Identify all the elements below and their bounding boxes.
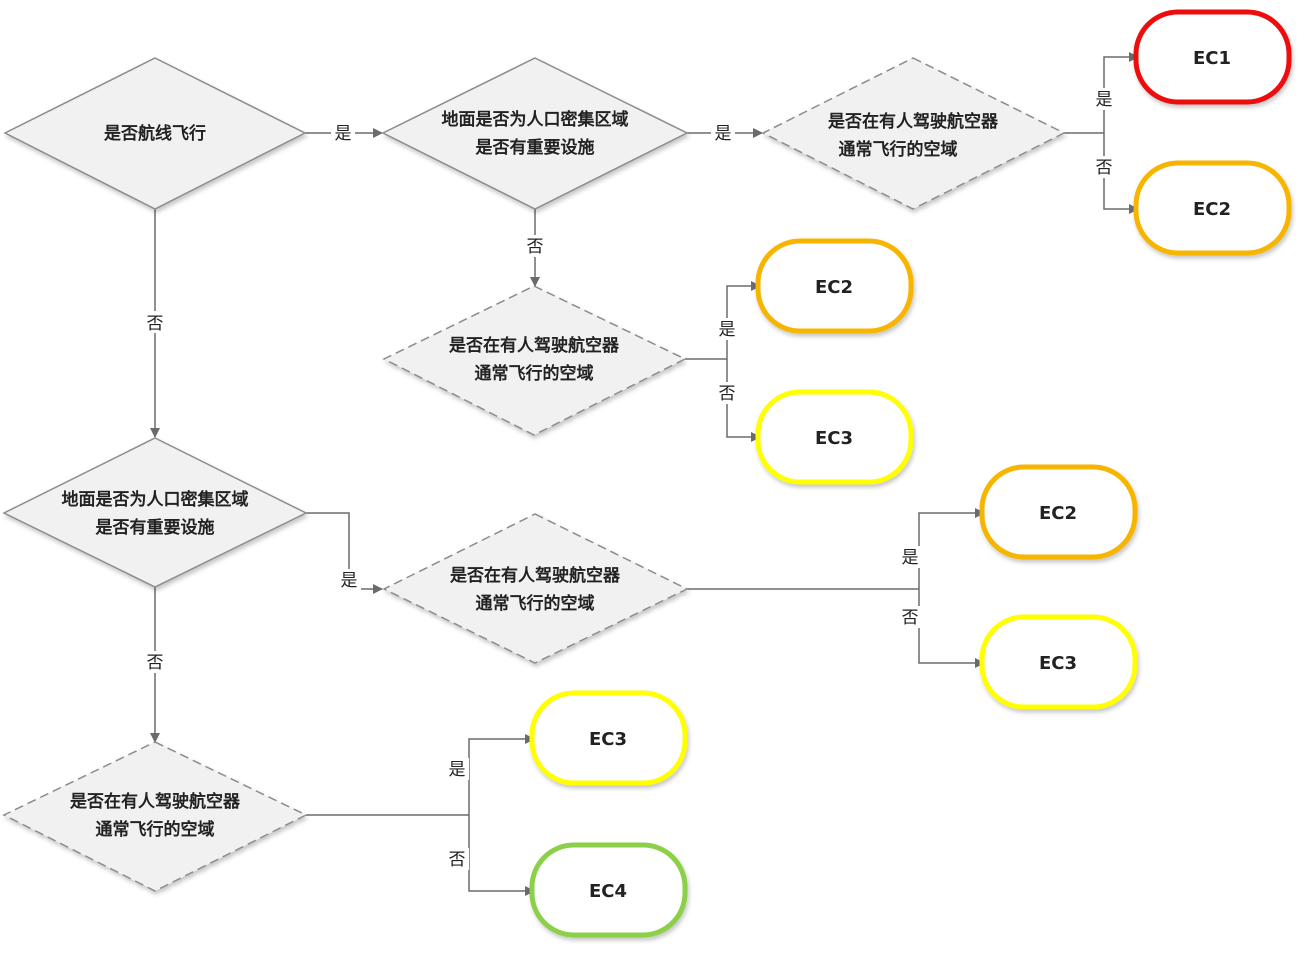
decision-d6-line-1: 是否在有人驾驶航空器 [450,565,621,586]
decision-diamond [381,57,689,210]
edge-d7-yes [468,734,535,815]
outcome-o4-label: EC3 [815,428,853,449]
edge-label-d2-yes: 是 [715,124,732,144]
outcome-box [1133,160,1292,256]
decision-diamond [382,285,687,436]
decision-diamond [761,57,1066,210]
edge-label-d3-no: 否 [1096,158,1113,178]
outcome-o7-label: EC3 [589,729,627,750]
outcome-o5: EC2 [979,464,1138,560]
decision-d3-line-1: 是否在有人驾驶航空器 [828,111,999,132]
outcome-o7: EC3 [529,690,688,786]
edge-d5-yes [305,512,383,594]
outcome-box [1133,9,1292,105]
edge-d7-no [468,815,535,896]
edge-label-d6-yes: 是 [902,548,919,568]
decision-d3: 是否在有人驾驶航空器 通常飞行的空域 [761,57,1066,210]
outcome-box [755,389,914,485]
edge-label-d5-no: 否 [147,653,164,673]
decision-d2-line-1: 地面是否为人口密集区域 [442,109,629,130]
edge-d6-yes [918,508,985,589]
edge-d6-no [918,589,985,668]
decision-d5-line-2: 是否有重要设施 [96,517,215,538]
outcome-o8: EC4 [529,842,688,938]
outcome-o8-label: EC4 [589,881,627,902]
decision-d2: 地面是否为人口密集区域 是否有重要设施 [381,57,689,210]
decision-diamond [3,57,307,210]
decision-d6-line-2: 通常飞行的空域 [476,593,595,614]
decision-d3-line-2: 通常飞行的空域 [839,139,958,160]
edge-label-d1-yes: 是 [335,124,352,144]
decision-d1-line-1: 是否航线飞行 [104,123,206,144]
outcome-box [979,614,1138,710]
edge-label-d7-yes: 是 [449,760,466,780]
decision-d5-line-1: 地面是否为人口密集区域 [62,489,249,510]
decision-d4-line-1: 是否在有人驾驶航空器 [449,335,620,356]
outcome-o1-label: EC1 [1193,48,1231,69]
outcome-o4: EC3 [755,389,914,485]
outcome-o6: EC3 [979,614,1138,710]
decision-d5: 地面是否为人口密集区域 是否有重要设施 [2,437,308,588]
edge-label-d7-no: 否 [449,850,466,870]
decision-d4: 是否在有人驾驶航空器 通常飞行的空域 [382,285,687,436]
outcome-o3-label: EC2 [815,277,853,298]
outcome-o3: EC2 [755,238,914,334]
outcome-box [529,842,688,938]
outcome-box [755,238,914,334]
decision-d7-line-1: 是否在有人驾驶航空器 [70,791,241,812]
edge-label-d1-no: 否 [147,314,164,334]
decision-diamond [2,437,308,588]
decision-diamond [2,741,308,892]
decision-d7: 是否在有人驾驶航空器 通常飞行的空域 [2,741,308,892]
edge-label-d4-no: 否 [719,384,736,404]
outcome-box [529,690,688,786]
decision-diamond [382,513,689,664]
decision-d7-line-2: 通常飞行的空域 [96,819,215,840]
edge-label-d5-yes: 是 [341,571,358,591]
edge-labels: 是 否 是 否 是 否 是 否 是 否 是 否 是 否 [143,88,1116,870]
edge-label-d6-no: 否 [902,608,919,628]
outcome-o2-label: EC2 [1193,199,1231,220]
edge-label-d2-no: 否 [527,237,544,257]
decision-d6: 是否在有人驾驶航空器 通常飞行的空域 [382,513,689,664]
outcome-box [979,464,1138,560]
decision-d2-line-2: 是否有重要设施 [476,137,595,158]
outcome-o5-label: EC2 [1039,503,1077,524]
decision-d1: 是否航线飞行 [3,57,307,210]
outcome-o6-label: EC3 [1039,653,1077,674]
edge-label-d4-yes: 是 [719,320,736,340]
edge-label-d3-yes: 是 [1096,90,1113,110]
outcome-o1: EC1 [1133,9,1292,105]
outcome-o2: EC2 [1133,160,1292,256]
decision-d4-line-2: 通常飞行的空域 [475,363,594,384]
